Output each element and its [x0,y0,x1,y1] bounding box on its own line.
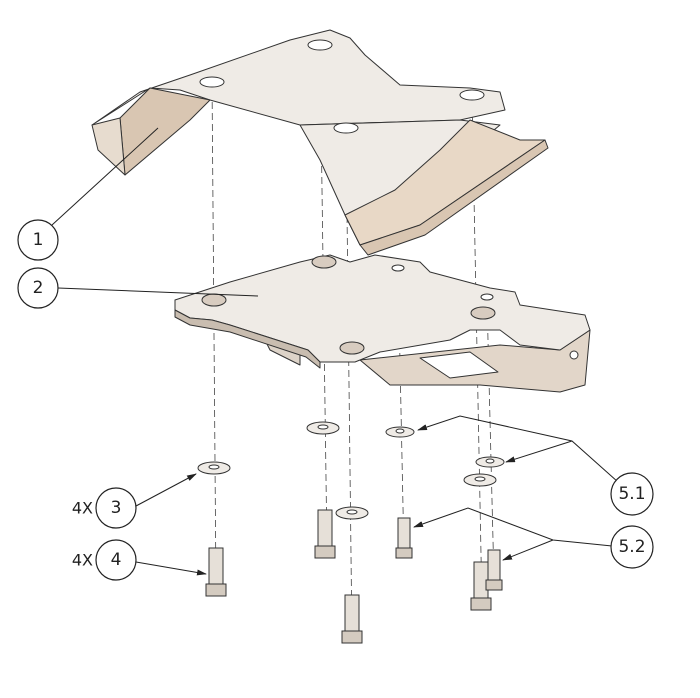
svg-text:5.1: 5.1 [618,484,645,504]
bolt-part-5-2 [395,517,413,559]
leader-lines [51,127,619,576]
washer-part-3 [463,473,497,487]
quantity-label: 4X [72,499,93,518]
washer-part-3 [197,461,231,475]
svg-text:4: 4 [111,550,122,570]
bolt-part-4 [341,594,363,644]
washer-part-3 [306,421,340,435]
bolt-part-5-2 [485,549,503,591]
balloon-3: 4X 3 [72,487,137,529]
quantity-label: 4X [72,551,93,570]
washer-part-5-1 [385,426,415,438]
bolts [205,509,503,644]
balloon-1: 1 [17,219,59,261]
part-2-plate [174,254,591,393]
balloon-2: 2 [17,267,59,309]
svg-text:3: 3 [111,498,122,518]
svg-text:5.2: 5.2 [618,537,645,557]
washer-part-3 [335,506,369,520]
washers [197,421,505,520]
part-1-bracket [91,29,549,256]
balloon-4: 4X 4 [72,539,137,581]
balloon-5-1: 5.1 [610,472,654,516]
washer-part-5-1 [475,456,505,468]
balloon-5-2: 5.2 [610,525,654,569]
svg-text:2: 2 [33,278,44,298]
bolt-part-4 [205,547,227,597]
bolt-part-4 [314,509,336,559]
svg-text:1: 1 [33,230,44,250]
